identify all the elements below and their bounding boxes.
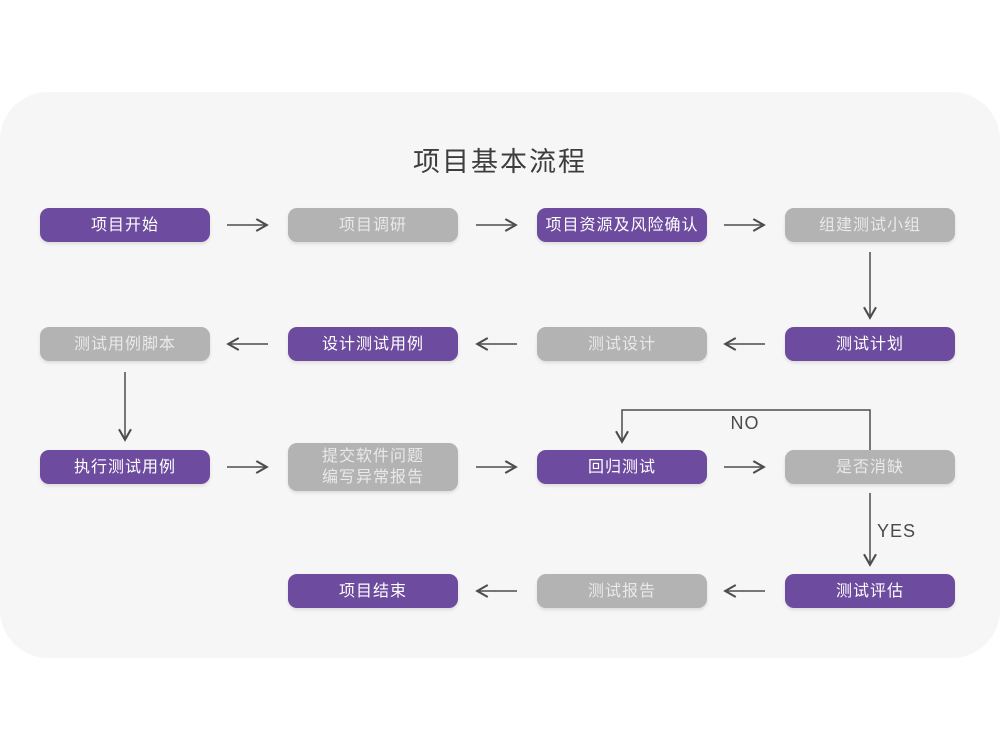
node-label: 测试用例脚本 <box>73 335 176 353</box>
node-test-evaluation: 测试评估 <box>785 574 955 608</box>
node-submit-issues-report: 提交软件问题 编写异常报告 <box>288 443 458 491</box>
node-label: 测试评估 <box>835 582 904 600</box>
node-label: 是否消缺 <box>835 458 904 476</box>
node-project-start: 项目开始 <box>40 208 210 242</box>
node-label: 设计测试用例 <box>321 335 424 353</box>
node-label: 执行测试用例 <box>73 458 176 476</box>
node-test-case-script: 测试用例脚本 <box>40 327 210 361</box>
node-label: 组建测试小组 <box>818 216 921 234</box>
node-label: 测试设计 <box>587 335 656 353</box>
node-label: 测试报告 <box>587 582 656 600</box>
node-label: 项目资源及风险确认 <box>545 216 699 234</box>
flowchart-card <box>0 92 1000 658</box>
node-label-line1: 提交软件问题 <box>321 448 424 465</box>
node-defect-resolved: 是否消缺 <box>785 450 955 484</box>
node-test-report: 测试报告 <box>537 574 707 608</box>
node-build-test-team: 组建测试小组 <box>785 208 955 242</box>
node-project-research: 项目调研 <box>288 208 458 242</box>
node-resource-risk-confirm: 项目资源及风险确认 <box>537 208 707 242</box>
node-label-line2: 编写异常报告 <box>321 469 424 486</box>
node-label: 测试计划 <box>835 335 904 353</box>
node-label: 项目结束 <box>338 582 407 600</box>
node-label: 回归测试 <box>587 458 656 476</box>
yes-edge-label: YES <box>877 521 917 541</box>
diagram-title: 项目基本流程 <box>413 147 587 177</box>
node-test-plan: 测试计划 <box>785 327 955 361</box>
node-test-design: 测试设计 <box>537 327 707 361</box>
node-label: 项目调研 <box>338 216 407 234</box>
node-label: 项目开始 <box>90 216 159 234</box>
node-design-test-cases: 设计测试用例 <box>288 327 458 361</box>
node-project-end: 项目结束 <box>288 574 458 608</box>
no-edge-label: NO <box>730 413 760 433</box>
node-regression-test: 回归测试 <box>537 450 707 484</box>
node-execute-test-cases: 执行测试用例 <box>40 450 210 484</box>
